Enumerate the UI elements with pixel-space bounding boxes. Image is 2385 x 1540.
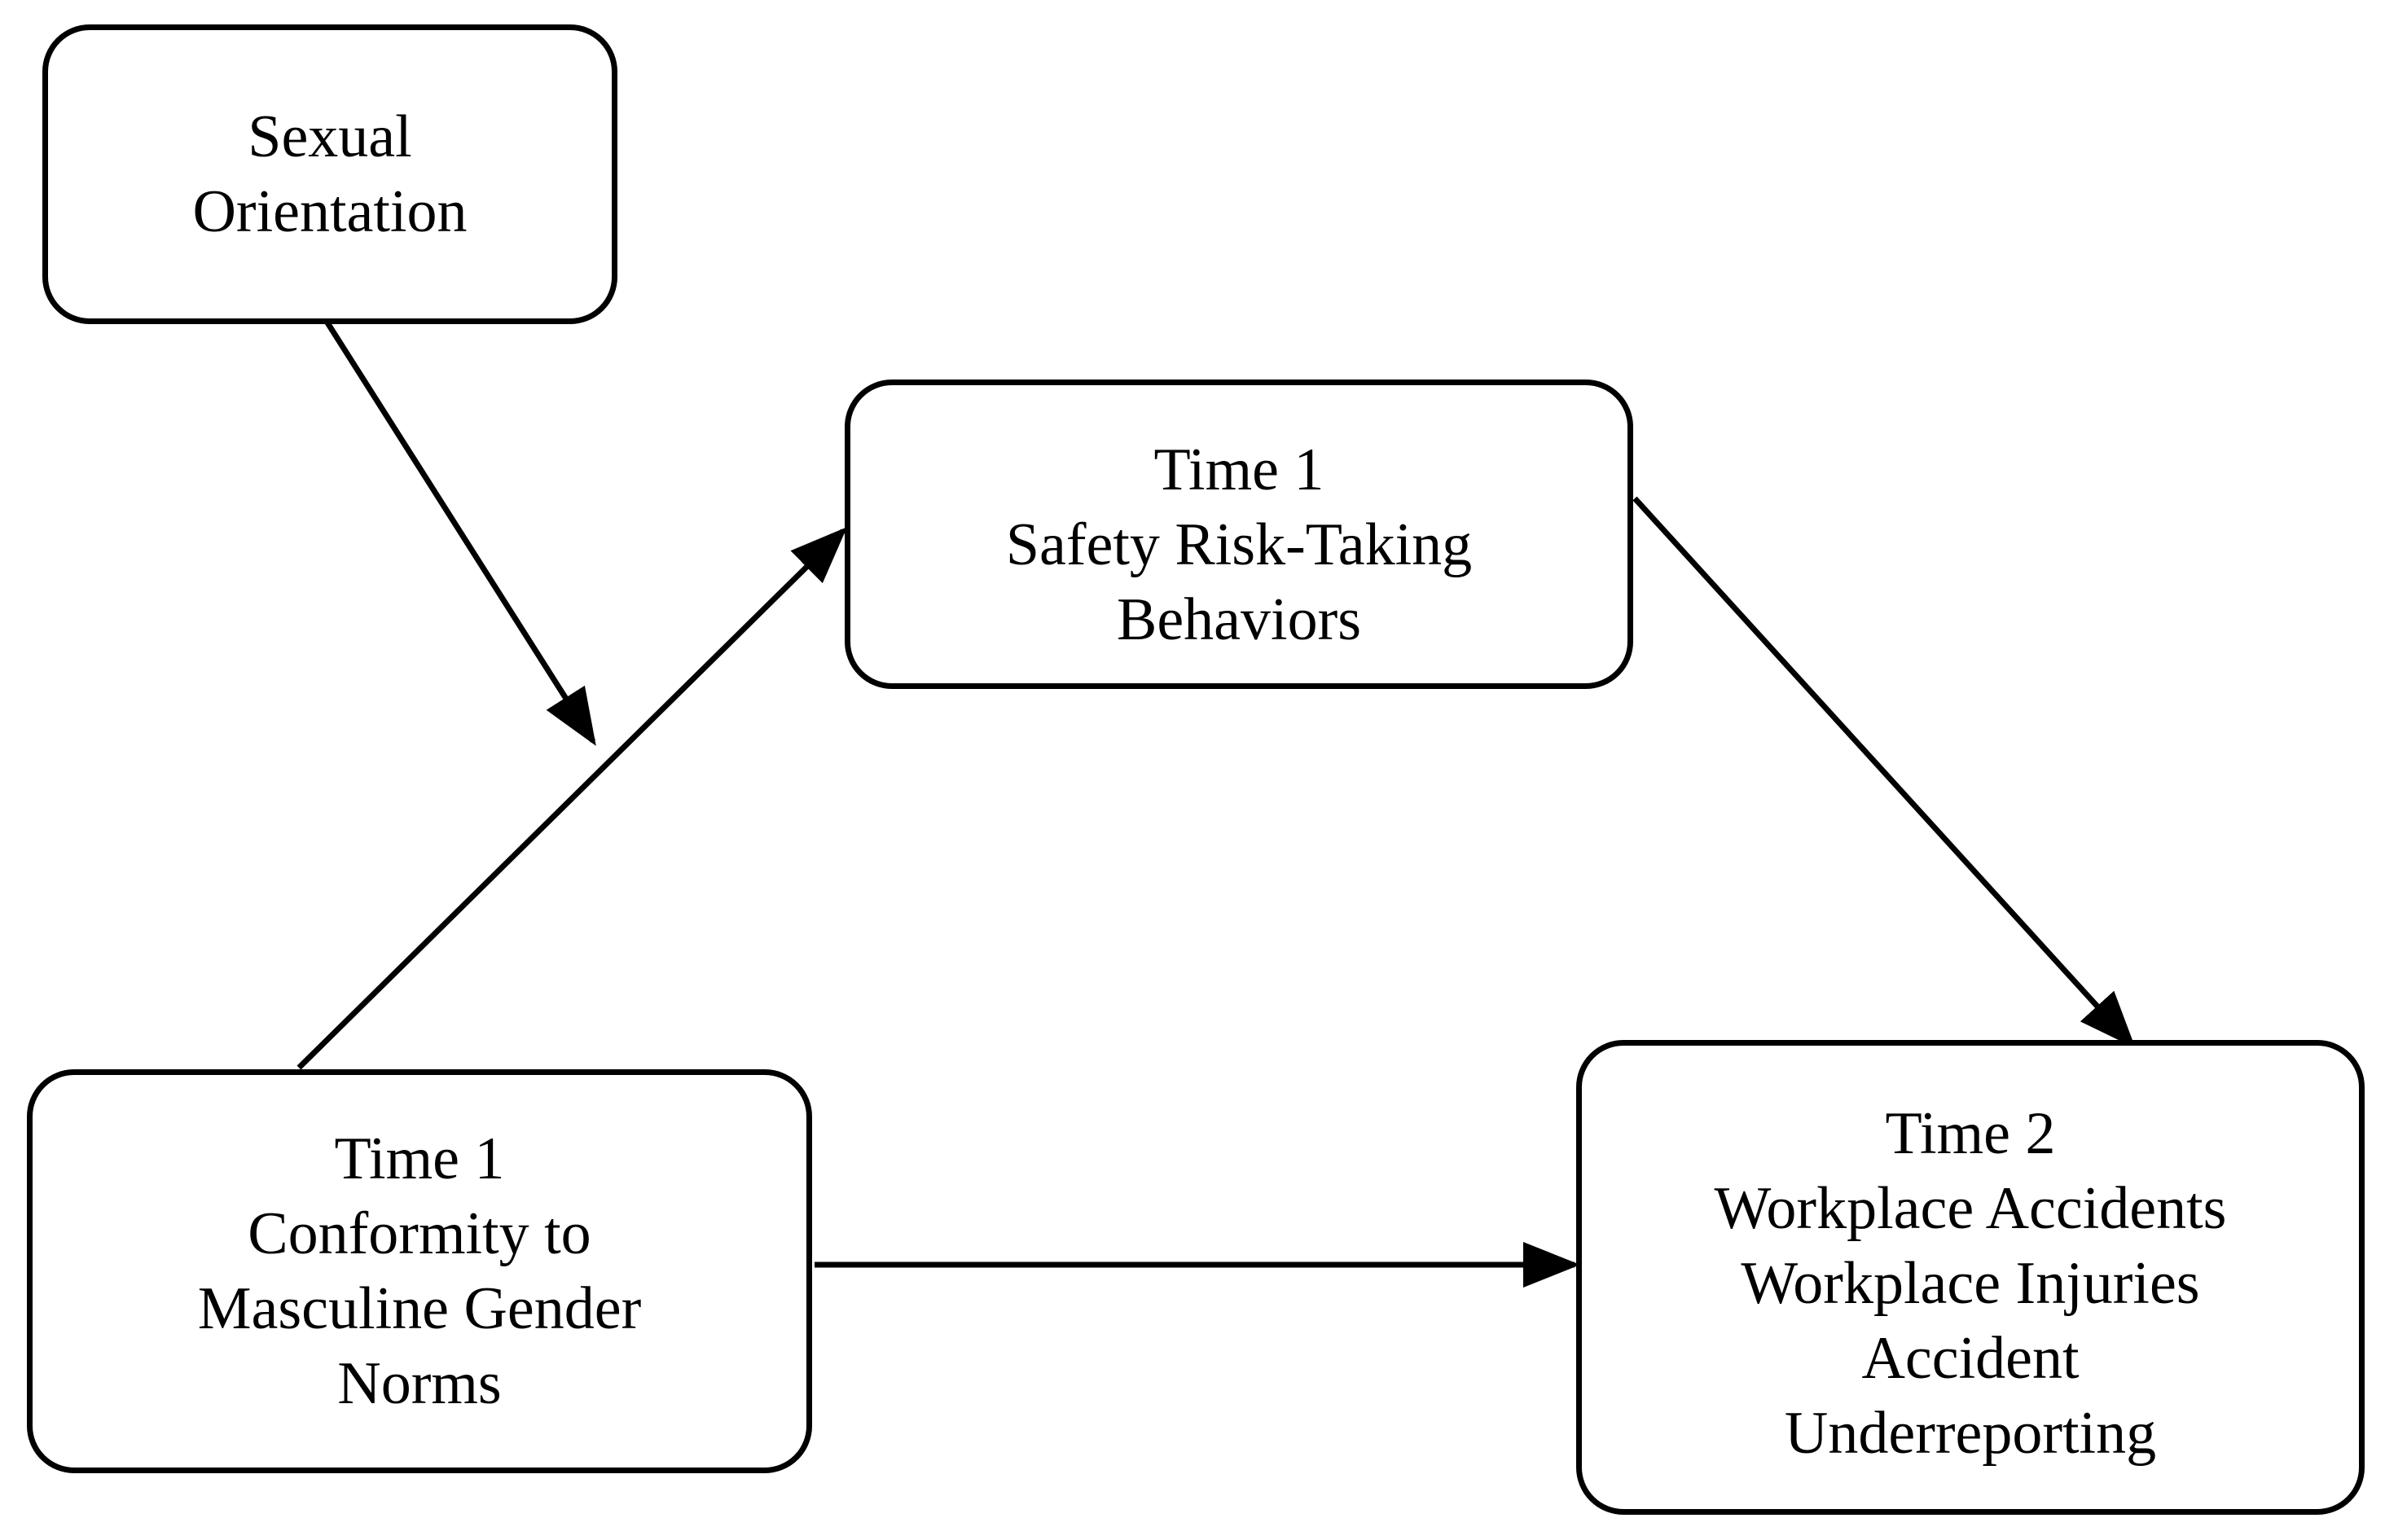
outcomes-line-2: Workplace Accidents	[1714, 1175, 2227, 1242]
outcomes-line-4: Accident	[1861, 1325, 2080, 1392]
safety-risk-line-2: Safety Risk-Taking	[1005, 511, 1473, 578]
safety-risk-line-3: Behaviors	[1116, 586, 1362, 653]
sexual-orientation-line-2: Orientation	[192, 178, 468, 245]
conformity-masculine-norms-box: Time 1 Conformity to Masculine Gender No…	[27, 1069, 812, 1473]
conformity-line-3: Masculine Gender	[197, 1275, 642, 1342]
arrow-sexual-orientation-moderation	[322, 316, 596, 746]
conformity-line-2: Conformity to	[248, 1200, 591, 1267]
conformity-line-1: Time 1	[334, 1125, 505, 1192]
outcomes-line-3: Workplace Injuries	[1741, 1250, 2200, 1317]
safety-risk-line-1: Time 1	[1153, 437, 1324, 503]
arrow-safety-risk-to-outcomes	[1632, 496, 2136, 1049]
workplace-outcomes-box: Time 2 Workplace Accidents Workplace Inj…	[1576, 1040, 2365, 1515]
outcomes-line-1: Time 2	[1885, 1100, 2056, 1167]
arrow-conformity-to-safety-risk	[296, 527, 847, 1070]
sexual-orientation-box: Sexual Orientation	[42, 24, 617, 324]
conformity-line-4: Norms	[337, 1350, 502, 1417]
outcomes-line-5: Underreporting	[1784, 1400, 2157, 1467]
sexual-orientation-line-1: Sexual	[248, 103, 412, 170]
safety-risk-taking-box: Time 1 Safety Risk-Taking Behaviors	[845, 380, 1633, 689]
